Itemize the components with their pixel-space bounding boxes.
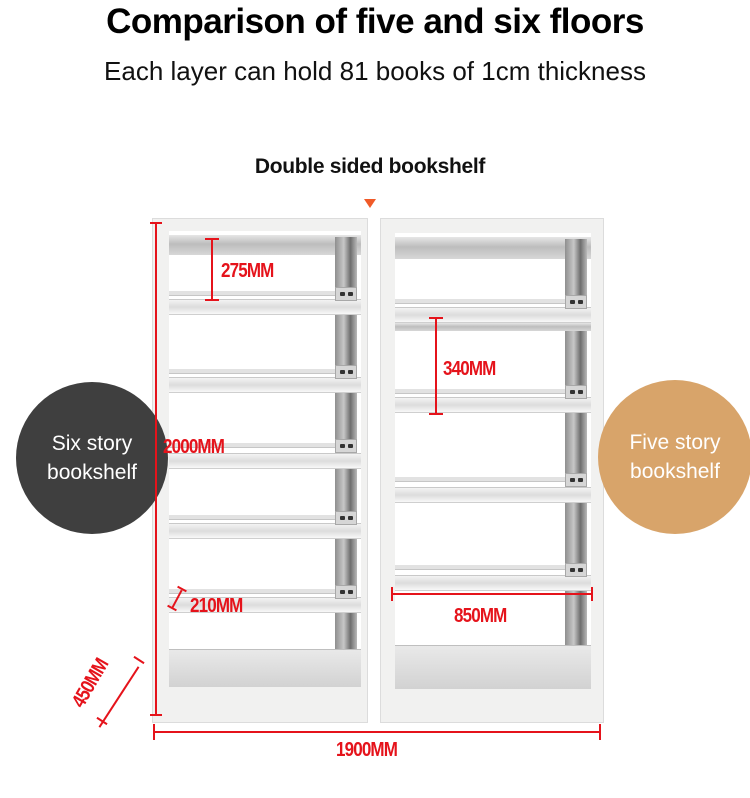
overall-width-cap-left xyxy=(153,724,155,740)
figure-caption: Double sided bookshelf xyxy=(254,155,486,178)
page-title: Comparison of five and six floors xyxy=(106,2,644,41)
six-story-layer-cap-bottom xyxy=(205,299,219,301)
overall-depth-label: 450MM xyxy=(67,655,114,712)
shelf-width-label: 850MM xyxy=(454,605,507,627)
six-story-bookshelf-unit xyxy=(152,218,368,723)
overall-width-dimension-line xyxy=(154,731,600,733)
height-dimension-cap-top xyxy=(150,222,162,224)
shelf-width-cap-right xyxy=(591,587,593,601)
down-triangle-icon xyxy=(364,199,376,208)
five-story-layer-cap-top xyxy=(429,317,443,319)
height-dimension-line xyxy=(155,223,157,716)
six-story-layer-label: 275MM xyxy=(221,260,274,282)
five-story-bookshelf-unit xyxy=(380,218,604,723)
six-story-label-line1: Six story xyxy=(51,432,133,455)
six-story-label-circle: Six story bookshelf xyxy=(16,382,168,534)
shelf-width-cap-left xyxy=(391,587,393,601)
overall-width-label: 1900MM xyxy=(336,739,398,761)
overall-depth-cap-top xyxy=(133,655,145,665)
overall-width-cap-right xyxy=(599,724,601,740)
six-story-layer-dimension-line xyxy=(211,238,213,300)
five-story-layer-label: 340MM xyxy=(443,358,496,380)
five-story-layer-cap-bottom xyxy=(429,413,443,415)
six-story-layer-cap-top xyxy=(205,238,219,240)
shelf-depth-label: 210MM xyxy=(190,595,243,617)
five-story-layer-dimension-line xyxy=(435,318,437,414)
shelf-width-dimension-line xyxy=(392,593,592,595)
page-subtitle: Each layer can hold 81 books of 1cm thic… xyxy=(104,56,646,86)
five-story-label-line1: Five story xyxy=(629,431,721,454)
six-story-label-line2: bookshelf xyxy=(47,461,137,484)
height-dimension-label: 2000MM xyxy=(163,436,225,458)
five-story-label-line2: bookshelf xyxy=(630,460,720,483)
five-story-label-circle: Five story bookshelf xyxy=(598,380,750,534)
height-dimension-cap-bottom xyxy=(150,714,162,716)
